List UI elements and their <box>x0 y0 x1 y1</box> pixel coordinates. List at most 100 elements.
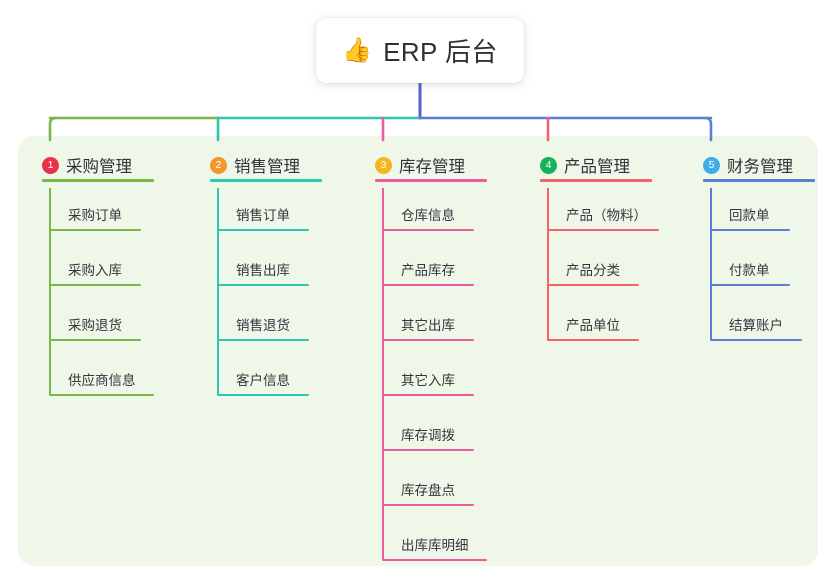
item-label: 结算账户 <box>729 318 783 333</box>
column-header-3[interactable]: 3 库存管理 <box>355 146 487 184</box>
item-underline <box>217 229 309 231</box>
item-underline <box>49 339 141 341</box>
column-spine-2 <box>217 188 219 395</box>
list-item[interactable]: 客户信息 <box>190 353 309 408</box>
column-spine-1 <box>49 188 51 395</box>
item-underline <box>217 339 309 341</box>
item-underline <box>49 284 141 286</box>
list-item[interactable]: 产品分类 <box>520 243 639 298</box>
item-label: 销售订单 <box>236 208 290 223</box>
item-underline <box>382 504 474 506</box>
column-underline-3 <box>375 179 487 182</box>
list-item[interactable]: 产品单位 <box>520 298 639 353</box>
item-underline <box>382 559 487 561</box>
item-underline <box>217 284 309 286</box>
item-underline <box>547 284 639 286</box>
root-title: ERP 后台 <box>383 37 498 67</box>
column-items-3: 仓库信息产品库存其它出库其它入库库存调拨库存盘点出库库明细 <box>355 188 487 573</box>
column-2: 2 销售管理销售订单销售出库销售退货客户信息 <box>190 146 322 408</box>
column-header-4[interactable]: 4 产品管理 <box>520 146 652 184</box>
item-label: 客户信息 <box>236 373 290 388</box>
item-label: 产品分类 <box>566 263 620 278</box>
item-label: 库存盘点 <box>401 483 455 498</box>
column-items-4: 产品（物料） 产品分类产品单位 <box>520 188 659 353</box>
item-underline <box>382 339 474 341</box>
list-item[interactable]: 回款单 <box>683 188 793 243</box>
column-spine-3 <box>382 188 384 560</box>
item-label: 销售出库 <box>236 263 290 278</box>
item-underline <box>547 229 659 231</box>
list-item[interactable]: 其它出库 <box>355 298 474 353</box>
column-badge-1: 1 <box>42 156 59 174</box>
column-badge-5: 5 <box>703 156 720 174</box>
item-label: 其它入库 <box>401 373 455 388</box>
item-label: 产品单位 <box>566 318 620 333</box>
list-item[interactable]: 出库库明细 <box>355 518 487 573</box>
thumbs-up-icon: 👍 <box>342 36 373 64</box>
column-items-5: 回款单付款单结算账户 <box>683 188 802 353</box>
column-header-2[interactable]: 2 销售管理 <box>190 146 322 184</box>
list-item[interactable]: 仓库信息 <box>355 188 474 243</box>
item-label: 库存调拨 <box>401 428 455 443</box>
item-label: 采购订单 <box>68 208 122 223</box>
diagram-panel <box>18 136 818 566</box>
item-label: 产品（物料） <box>566 208 647 223</box>
item-label: 仓库信息 <box>401 208 455 223</box>
item-underline <box>382 229 474 231</box>
list-item[interactable]: 销售订单 <box>190 188 309 243</box>
column-badge-2: 2 <box>210 156 227 174</box>
column-items-1: 采购订单采购入库采购退货供应商信息 <box>22 188 154 408</box>
column-underline-4 <box>540 179 652 182</box>
item-label: 供应商信息 <box>68 373 136 388</box>
item-underline <box>710 339 802 341</box>
column-header-1[interactable]: 1 采购管理 <box>22 146 154 184</box>
list-item[interactable]: 采购订单 <box>22 188 141 243</box>
item-underline <box>382 449 474 451</box>
item-underline <box>382 394 474 396</box>
item-underline <box>547 339 639 341</box>
list-item[interactable]: 结算账户 <box>683 298 802 353</box>
column-5: 5 财务管理回款单付款单结算账户 <box>683 146 815 353</box>
list-item[interactable]: 其它入库 <box>355 353 474 408</box>
column-items-2: 销售订单销售出库销售退货客户信息 <box>190 188 309 408</box>
list-item[interactable]: 库存盘点 <box>355 463 474 518</box>
list-item[interactable]: 库存调拨 <box>355 408 474 463</box>
root-node[interactable]: 👍 ERP 后台 <box>316 18 524 83</box>
item-label: 付款单 <box>729 263 770 278</box>
item-underline <box>382 284 474 286</box>
column-underline-5 <box>703 179 815 182</box>
column-title-3: 库存管理 <box>399 158 465 176</box>
list-item[interactable]: 付款单 <box>683 243 793 298</box>
column-spine-4 <box>547 188 549 340</box>
list-item[interactable]: 产品（物料） <box>520 188 659 243</box>
item-label: 产品库存 <box>401 263 455 278</box>
item-underline <box>49 229 141 231</box>
column-3: 3 库存管理仓库信息产品库存其它出库其它入库库存调拨库存盘点出库库明细 <box>355 146 487 573</box>
column-badge-4: 4 <box>540 156 557 174</box>
list-item[interactable]: 销售出库 <box>190 243 309 298</box>
item-underline <box>217 394 309 396</box>
list-item[interactable]: 供应商信息 <box>22 353 154 408</box>
item-label: 采购入库 <box>68 263 122 278</box>
column-title-5: 财务管理 <box>727 158 793 176</box>
item-label: 回款单 <box>729 208 770 223</box>
item-label: 其它出库 <box>401 318 455 333</box>
column-header-5[interactable]: 5 财务管理 <box>683 146 815 184</box>
list-item[interactable]: 产品库存 <box>355 243 474 298</box>
item-underline <box>710 229 790 231</box>
column-title-4: 产品管理 <box>564 158 630 176</box>
column-title-2: 销售管理 <box>234 158 300 176</box>
item-label: 销售退货 <box>236 318 290 333</box>
column-spine-5 <box>710 188 712 340</box>
column-underline-2 <box>210 179 322 182</box>
list-item[interactable]: 采购入库 <box>22 243 141 298</box>
item-underline <box>49 394 154 396</box>
list-item[interactable]: 销售退货 <box>190 298 309 353</box>
column-title-1: 采购管理 <box>66 158 132 176</box>
list-item[interactable]: 采购退货 <box>22 298 141 353</box>
item-underline <box>710 284 790 286</box>
column-underline-1 <box>42 179 154 182</box>
column-1: 1 采购管理采购订单采购入库采购退货供应商信息 <box>22 146 154 408</box>
column-badge-3: 3 <box>375 156 392 174</box>
